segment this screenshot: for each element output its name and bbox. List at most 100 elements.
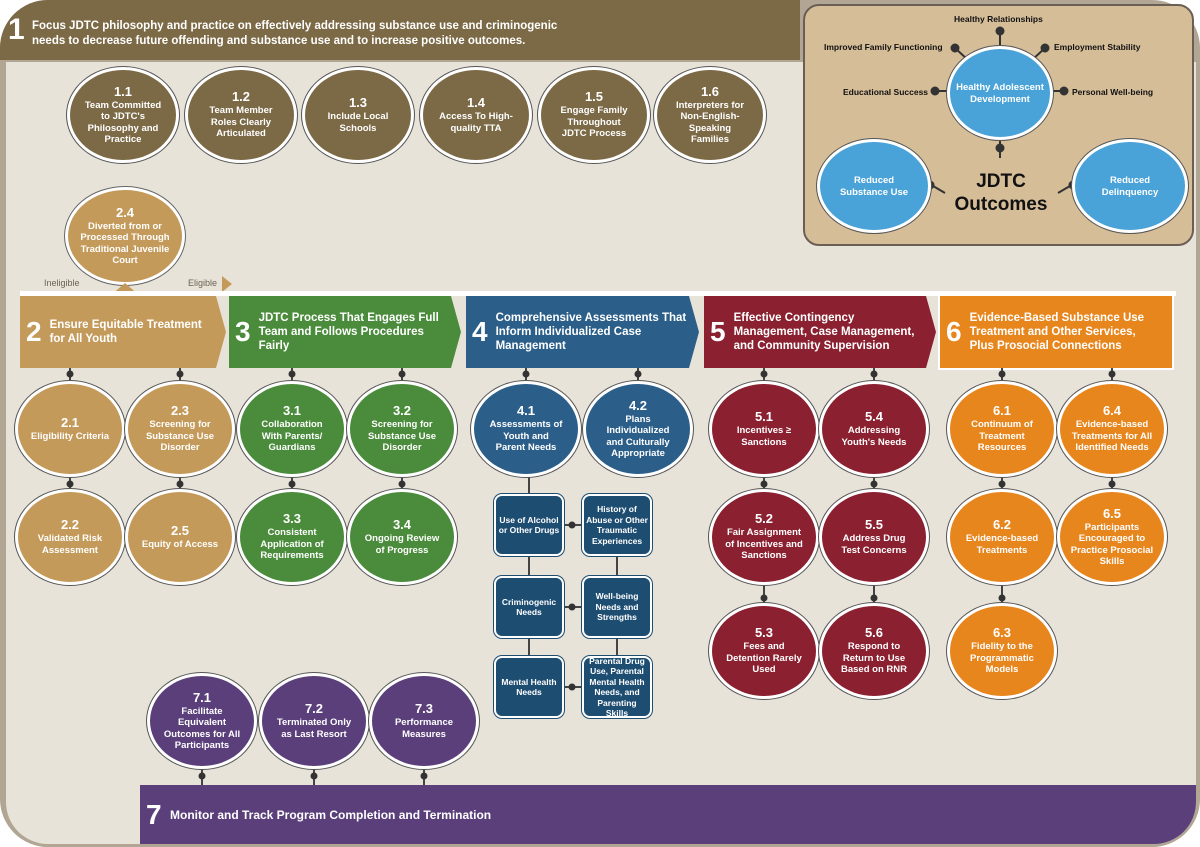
goal-7-number: 7 xyxy=(146,799,162,830)
connector-dot xyxy=(634,370,642,378)
connector-dot xyxy=(760,594,768,602)
goal-5-title: Effective Contingency Management, Case M… xyxy=(733,312,915,352)
goal-1-text: Focus JDTC philosophy and practice on ef… xyxy=(32,20,558,47)
connector-dot xyxy=(1108,480,1116,488)
item-5-2-number: 5.2 xyxy=(754,511,774,527)
assessment-box-1: Use of Alcohol or Other Drugs xyxy=(494,494,564,556)
item-1-1-number: 1.1 xyxy=(113,83,133,99)
item-1-4-number: 1.4 xyxy=(466,95,486,110)
outcome-reduced-delinquency: Reduced Delinquency xyxy=(1075,142,1185,230)
item-3-1-label: Collaboration With Parents/ Guardians xyxy=(261,419,323,454)
item-5-3-label: Fees and Detention Rarely Used xyxy=(726,641,802,676)
connector-dot xyxy=(176,370,184,378)
item-2-3-number: 2.3 xyxy=(170,403,190,419)
goal-7-bar: 7 Monitor and Track Program Completion a… xyxy=(140,785,1196,844)
connector-dot xyxy=(398,370,406,378)
assessment-box-3: Criminogenic Needs xyxy=(494,576,564,638)
item-6-2-number: 6.2 xyxy=(992,517,1012,532)
assessment-box-6: Parental Drug Use, Parental Mental Healt… xyxy=(582,656,652,718)
item-5-6-label: Respond to Return to Use Based on RNR xyxy=(841,641,907,676)
item-6-3-label: Fidelity to the Programmatic Models xyxy=(970,641,1034,676)
goal-5-number: 5 xyxy=(710,316,726,347)
item-5-2-label: Fair Assignment of Incentives and Sancti… xyxy=(725,527,803,562)
item-2-2-number: 2.2 xyxy=(60,517,80,532)
item-6-1-label: Continuum of Treatment Resources xyxy=(971,419,1033,454)
outcome-right-label: Reduced Delinquency xyxy=(1101,175,1159,198)
goal-6-title: Evidence-Based Substance Use Treatment a… xyxy=(969,312,1145,352)
connector-dot xyxy=(998,594,1006,602)
item-2-2-label: Validated Risk Assessment xyxy=(37,533,103,556)
item-2-3-label: Screening for Substance Use Disorder xyxy=(145,419,215,454)
connector-dot xyxy=(568,603,576,611)
item-6-5-label: Participants Encouraged to Practice Pros… xyxy=(1070,521,1154,568)
item-5-4-number: 5.4 xyxy=(864,409,884,424)
item-3-4-number: 3.4 xyxy=(392,517,412,532)
item-5-1-number: 5.1 xyxy=(754,409,774,424)
item-1-3-number: 1.3 xyxy=(348,95,368,110)
connector-dot xyxy=(522,370,530,378)
item-6-5-number: 6.5 xyxy=(1102,505,1122,521)
item-6-2-label: Evidence-based Treatments xyxy=(965,533,1039,556)
outcome-left-label: Reduced Substance Use xyxy=(839,175,909,198)
item-3-2-label: Screening for Substance Use Disorder xyxy=(367,419,437,454)
item-1-2-number: 1.2 xyxy=(231,89,251,105)
outcome-center-label: Healthy Adolescent Development xyxy=(956,82,1044,105)
item-2-1-number: 2.1 xyxy=(60,414,80,430)
outcome-healthy-development: Healthy Adolescent Development xyxy=(950,49,1050,137)
item-6-3-number: 6.3 xyxy=(992,625,1012,641)
item-6-1-number: 6.1 xyxy=(992,403,1012,419)
item-2-4-number: 2.4 xyxy=(115,204,135,220)
label-personal-well-being: Personal Well-being xyxy=(1072,87,1154,97)
goal-7-text: Monitor and Track Program Completion and… xyxy=(170,808,492,822)
connector-dot xyxy=(420,772,428,780)
item-6-4-label: Evidence-based Treatments for All Identi… xyxy=(1071,419,1153,454)
connector-dot xyxy=(288,480,296,488)
item-2-1-label: Eligibility Criteria xyxy=(30,430,110,442)
item-1-5-number: 1.5 xyxy=(584,89,604,105)
label-healthy-relationships: Healthy Relationships xyxy=(954,14,1043,24)
connector-dot xyxy=(870,370,878,378)
connector-dot xyxy=(310,772,318,780)
item-5-5-label: Address Drug Test Concerns xyxy=(841,533,907,556)
item-1-4-label: Access To High-quality TTA xyxy=(439,111,513,134)
connector-dot xyxy=(198,772,206,780)
connector-dot xyxy=(870,480,878,488)
item-3-3-number: 3.3 xyxy=(282,511,302,527)
ineligible-label: Ineligible xyxy=(44,278,80,288)
item-2-5-number: 2.5 xyxy=(170,522,190,538)
assessment-box-2: History of Abuse or Other Traumatic Expe… xyxy=(582,494,652,556)
label-educational-success: Educational Success xyxy=(843,87,929,97)
item-2-5-label: Equity of Access xyxy=(141,538,219,550)
item-3-3-label: Consistent Application of Requirements xyxy=(260,527,324,562)
connector-dot xyxy=(66,370,74,378)
goal-4-title: Comprehensive Assessments That Inform In… xyxy=(495,312,687,352)
assessment-box-4: Well-being Needs and Strengths xyxy=(582,576,652,638)
item-1-6-label: Interpreters for Non-English-Speaking Fa… xyxy=(675,99,745,146)
goal-3-title: JDTC Process That Engages Full Team and … xyxy=(258,312,439,352)
item-3-1-number: 3.1 xyxy=(282,403,302,419)
outcome-reduced-substance-use: Reduced Substance Use xyxy=(820,142,928,230)
connector-dot xyxy=(998,370,1006,378)
label-employment-stability: Employment Stability xyxy=(1054,42,1141,52)
